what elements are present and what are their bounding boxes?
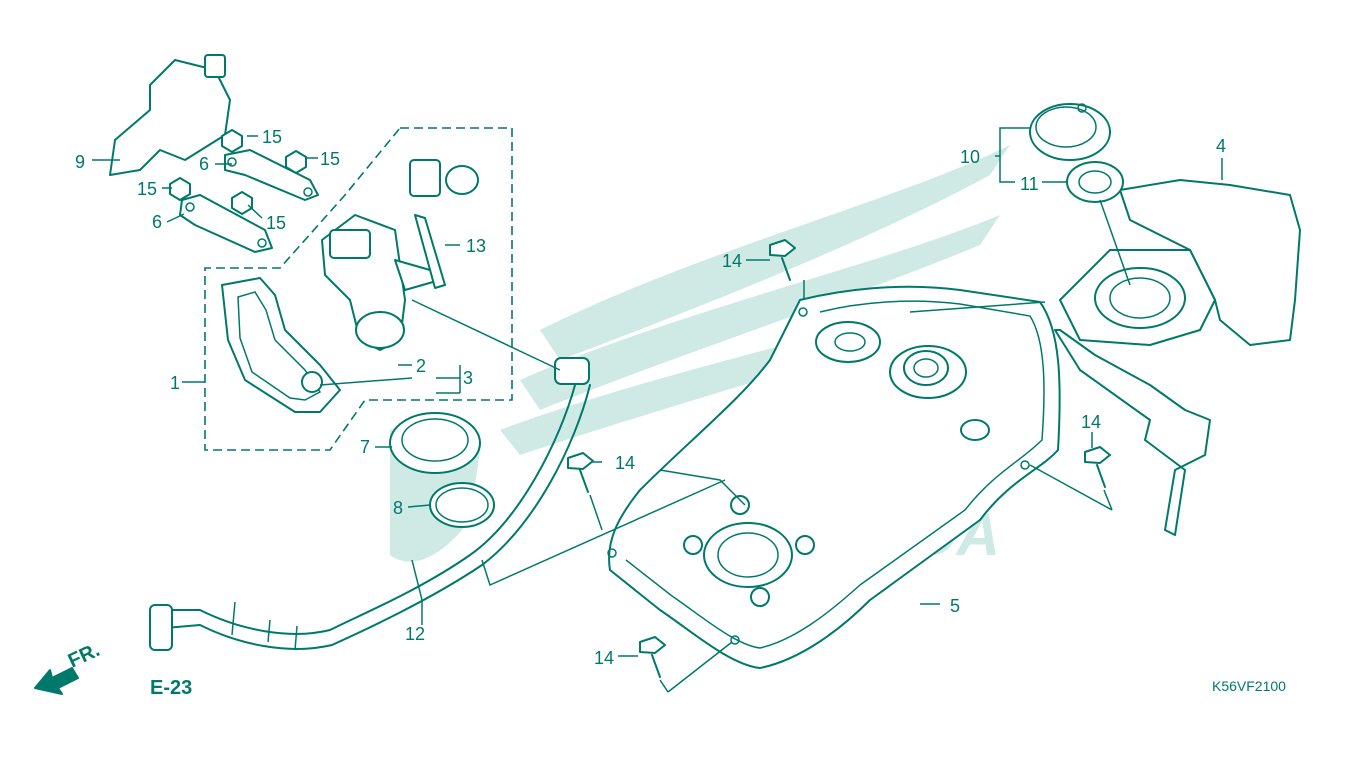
callout-8: 8 <box>393 498 403 518</box>
fuel-hose <box>149 357 591 651</box>
drawing-code: K56VF2100 <box>1212 678 1286 694</box>
fuel-tank <box>607 285 1061 669</box>
o-ring <box>429 482 495 528</box>
callout-14-right: 14 <box>1081 412 1101 432</box>
fuel-pump <box>321 214 441 351</box>
direction-label: FR. <box>65 639 103 673</box>
fuel-cap <box>1029 103 1111 161</box>
callout-15-b: 15 <box>320 149 340 169</box>
callout-3: 3 <box>463 368 473 388</box>
callout-10: 10 <box>960 147 980 167</box>
pump-gasket <box>221 277 341 413</box>
reference-label: E-23 <box>150 677 192 699</box>
seal-ring <box>389 412 481 474</box>
callout-1: 1 <box>170 373 180 393</box>
callout-15-d: 15 <box>266 213 286 233</box>
callout-7: 7 <box>360 437 370 457</box>
callout-14-bottom: 14 <box>594 648 614 668</box>
callout-6-lower: 6 <box>152 212 162 232</box>
callout-14-mid: 14 <box>615 453 635 473</box>
callout-labels: 1 2 3 4 5 6 6 7 8 9 10 11 12 13 14 14 14… <box>75 127 1226 668</box>
cap-seal <box>1066 161 1124 203</box>
nut-icon <box>169 129 307 215</box>
bolt-icon <box>567 239 1111 678</box>
leader-lines <box>92 127 1223 693</box>
callout-13: 13 <box>466 236 486 256</box>
callout-6-upper: 6 <box>199 154 209 174</box>
front-direction-arrow: FR. <box>34 639 103 695</box>
callout-9: 9 <box>75 152 85 172</box>
callout-15-c: 15 <box>137 179 157 199</box>
callout-11: 11 <box>1020 174 1039 194</box>
assembly-group-outline <box>204 127 513 451</box>
callout-12: 12 <box>405 624 425 644</box>
callout-2: 2 <box>416 356 426 376</box>
tank-cover <box>1054 179 1301 536</box>
callout-15-a: 15 <box>262 127 282 147</box>
bracket-cover <box>109 54 231 176</box>
fuel-sender <box>409 159 479 289</box>
callout-14-top: 14 <box>722 251 742 271</box>
callout-4: 4 <box>1216 136 1226 156</box>
bracket-plate-upper <box>224 149 319 201</box>
callout-5: 5 <box>950 596 960 616</box>
bracket-plate-lower <box>179 194 273 253</box>
